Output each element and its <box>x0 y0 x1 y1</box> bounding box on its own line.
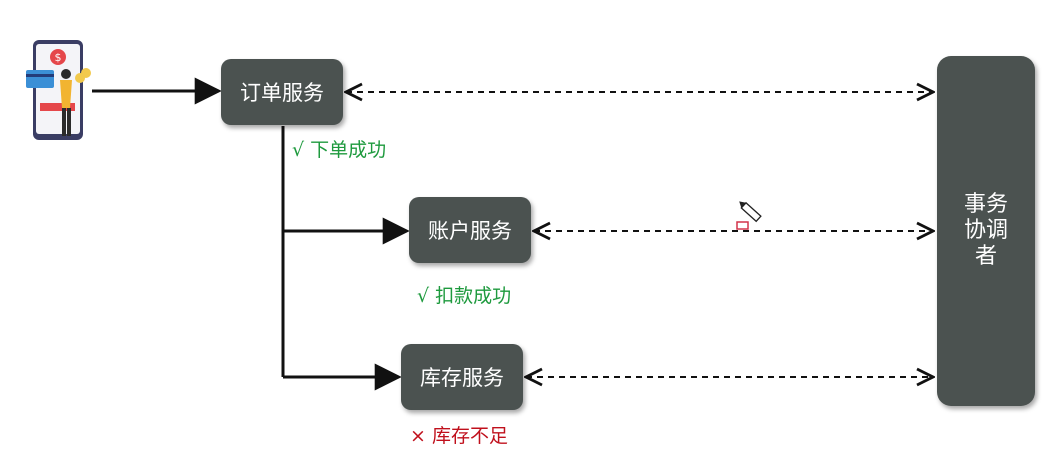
account-status: √ 扣款成功 <box>417 285 512 307</box>
transaction-coordinator-node[interactable]: 事务协调者 <box>937 56 1035 406</box>
account-service-node[interactable]: 账户服务 <box>409 197 531 263</box>
mobile-payment-icon: $ <box>26 40 91 140</box>
svg-text:$: $ <box>55 51 62 64</box>
order-service-node[interactable]: 订单服务 <box>221 59 343 125</box>
inventory-status: × 库存不足 <box>410 425 508 447</box>
order-status: √ 下单成功 <box>292 139 387 161</box>
pencil-cursor-icon <box>736 201 762 230</box>
coordinator-label: 事务协调者 <box>963 192 1008 269</box>
order-service-label: 订单服务 <box>240 81 324 105</box>
inventory-service-label: 库存服务 <box>420 366 504 390</box>
inventory-service-node[interactable]: 库存服务 <box>401 344 523 410</box>
account-service-label: 账户服务 <box>428 219 512 243</box>
